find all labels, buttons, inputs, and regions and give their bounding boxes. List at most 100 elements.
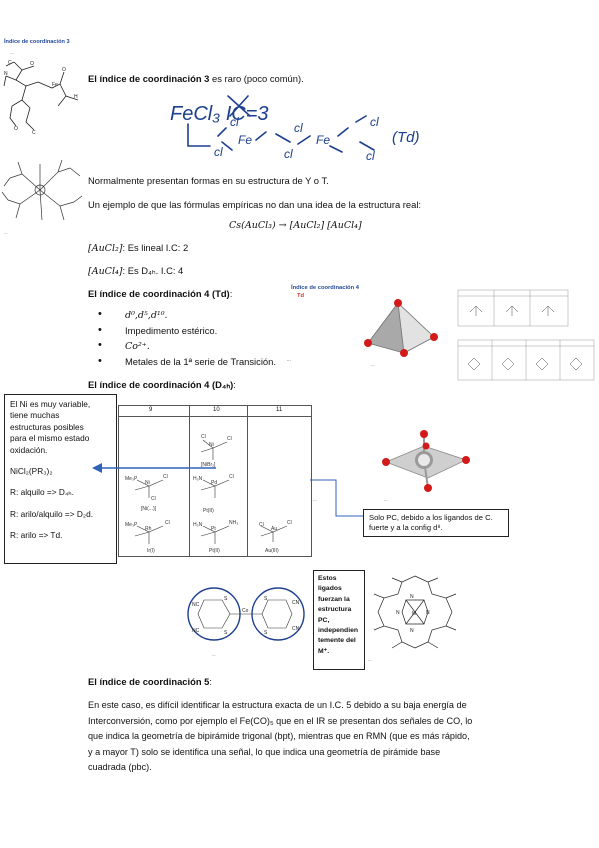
td-figure-caption: ... — [371, 362, 375, 367]
ic4td-bullets: d⁰,d⁵,d¹⁰. Impedimento estérico. Co²⁺. M… — [98, 308, 276, 371]
ni-callout-box: El Ni es muy variable, tiene muchas estr… — [4, 394, 117, 564]
svg-text:C: C — [8, 60, 12, 66]
svg-text:O: O — [14, 126, 18, 132]
d4h-col-header: 9 — [149, 407, 153, 413]
ligands-line: estructura — [318, 606, 352, 614]
svg-text:Au: Au — [271, 526, 277, 532]
svg-text:Cl: Cl — [259, 522, 264, 528]
para-forms: Normalmente presentan formas en su estru… — [88, 175, 329, 186]
svg-text:Me₃P: Me₃P — [125, 522, 138, 528]
svg-text:N: N — [4, 71, 8, 77]
aucl2-formula: [AuCl₂] — [88, 243, 123, 254]
td-figure-title: Índice de coordinación 4 — [291, 285, 359, 291]
ic5-title-rest: : — [209, 676, 212, 687]
bullet-item: Impedimento estérico. — [98, 324, 276, 341]
svg-text:S: S — [264, 630, 268, 636]
dithiolene-caption: ... — [212, 652, 216, 657]
svg-text:NH₃: NH₃ — [229, 520, 238, 526]
ligands-line: temente del — [318, 637, 356, 645]
d4h-col-header: 10 — [213, 407, 220, 413]
svg-text:Pd: Pd — [211, 480, 217, 486]
corner-caption: ... — [10, 50, 14, 55]
svg-text:NC: NC — [192, 602, 200, 608]
ic4td-title-rest: : — [229, 288, 233, 299]
svg-text:Cl: Cl — [229, 474, 234, 480]
svg-text:Ir(I): Ir(I) — [147, 548, 155, 554]
svg-text:H₃N: H₃N — [193, 476, 203, 482]
svg-text:Fe: Fe — [316, 133, 330, 147]
svg-text:Cl: Cl — [201, 434, 206, 440]
handnote-bullets: ... — [287, 357, 292, 363]
equation-aucl3: Cs(AuCl₃) → [AuCl₂] [AuCl₄] — [229, 220, 362, 231]
square-planar-figure — [382, 430, 470, 492]
svg-text:N: N — [410, 628, 414, 634]
svg-text:cl: cl — [370, 115, 379, 129]
ligands-line: Estos — [318, 575, 337, 582]
svg-text:Ni: Ni — [145, 480, 150, 486]
svg-text:cl: cl — [294, 121, 303, 135]
left-figure-caption: ... — [4, 230, 8, 235]
svg-text:cl: cl — [284, 147, 293, 161]
svg-text:cl: cl — [230, 115, 239, 129]
aucl4-formula: [AuCl₄] — [88, 266, 123, 277]
svg-text:M: M — [412, 611, 416, 617]
svg-text:Fe: Fe — [238, 133, 252, 147]
ic4td-title: El índice de coordinación 4 (Td): — [88, 288, 232, 300]
ic4td-title-bold: El índice de coordinación 4 (Td) — [88, 288, 230, 299]
ic5-line: cuadrada (pbc). — [88, 762, 152, 773]
svg-text:O: O — [30, 61, 34, 67]
table-thumbnail-td — [456, 272, 597, 384]
td-figure-subtitle: Td — [297, 293, 305, 299]
connector-lines — [310, 479, 364, 517]
para-empirical: Un ejemplo de que las fórmulas empíricas… — [88, 199, 422, 210]
aucl4-text: : Es D₄ₕ. I.C: 4 — [122, 265, 184, 276]
handwritten-td: (Td) — [392, 129, 420, 146]
ic3-title: El índice de coordinación 3 es raro (poc… — [88, 73, 304, 85]
svg-text:Rh: Rh — [145, 526, 152, 532]
svg-text:Cl: Cl — [165, 520, 170, 526]
svg-text:Cl: Cl — [151, 496, 156, 502]
svg-text:Cl: Cl — [163, 474, 168, 480]
svg-text:H₃N: H₃N — [193, 522, 203, 528]
svg-text:cl: cl — [366, 149, 375, 163]
svg-text:H: H — [74, 94, 78, 100]
svg-text:Pt(II): Pt(II) — [203, 508, 214, 514]
svg-text:C: C — [32, 130, 36, 136]
ligands-line: fuerzan la — [318, 595, 350, 603]
bullet-item: d⁰,d⁵,d¹⁰. — [98, 308, 276, 325]
svg-text:CN: CN — [292, 600, 300, 606]
svg-text:NC: NC — [192, 628, 200, 634]
ic3-title-rest: es raro (poco común). — [209, 73, 304, 84]
svg-text:Co: Co — [242, 608, 249, 614]
svg-text:Cl: Cl — [227, 436, 232, 442]
svg-text:Fe: Fe — [52, 82, 58, 88]
arrow-to-ni-box — [92, 463, 216, 473]
ligands-line: PC, — [318, 616, 330, 624]
svg-text:S: S — [224, 630, 228, 636]
ni-line: oxidación. — [10, 444, 48, 455]
side-note: ... — [313, 497, 317, 502]
ic5-paragraph: En este caso, es difícil identificar la … — [88, 698, 472, 776]
molecule-sketch-left — [1, 159, 83, 221]
ic3-title-bold: El índice de coordinación 3 — [88, 73, 210, 84]
ic4d4h-title-bold: El índice de coordinación 4 (D₄ₕ) — [88, 379, 234, 390]
bullet-item: Co²⁺. — [98, 339, 276, 356]
d4h-col-header: 11 — [276, 407, 283, 413]
ni-rule: R: arilo/alquilo => D₂d. — [10, 508, 94, 519]
svg-text:N: N — [410, 594, 414, 600]
aucl4-line: [AuCl₄]: Es D₄ₕ. I.C: 4 — [88, 265, 183, 278]
handwritten-formula: FeCl₃ IC=3 — [170, 103, 269, 125]
pc-line: fuerte y a la config d⁸. — [369, 523, 443, 532]
svg-text:Me₃P: Me₃P — [125, 476, 138, 482]
ligands-line: M⁺. — [318, 647, 330, 655]
ni-line: tiene muchas — [10, 410, 60, 421]
ic5-line: que indica la geometría de bipirámide tr… — [88, 731, 470, 742]
ic5-title-bold: El índice de coordinación 5 — [88, 676, 210, 687]
svg-text:[NiBr₂]: [NiBr₂] — [201, 462, 216, 468]
ni-line: para el mismo estado — [10, 433, 90, 444]
ni-line: El Ni es muy variable, — [10, 399, 91, 409]
